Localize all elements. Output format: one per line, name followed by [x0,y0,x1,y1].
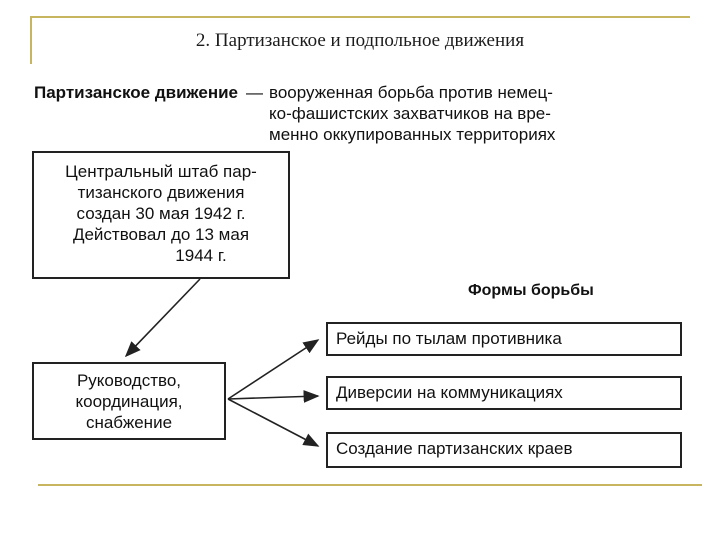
headquarters-box: Центральный штаб пар- тизанского движени… [32,151,290,279]
definition-line: менно оккупированных территориях [269,125,556,144]
headquarters-line: Центральный штаб пар- [65,162,257,181]
definition-block: Партизанское движение — вооруженная борь… [34,82,694,145]
form-item-partisan-regions: Создание партизанских краев [326,432,682,468]
arrow-to-sabotage [227,390,320,403]
decorative-left-line [30,16,32,64]
headquarters-line: тизанского движения [77,183,245,202]
arrow-to-partisan-regions [227,398,320,447]
headquarters-line: создан 30 мая 1942 г. [76,204,246,223]
leadership-line: Руководство, [76,371,182,390]
leadership-box: Руководство, координация, снабжение [32,362,226,440]
leadership-line: снабжение [85,413,173,432]
definition-line: вооруженная борьба против немец- [269,83,553,102]
definition-line: ко-фашистских захватчиков на вре- [269,104,551,123]
arrow-to-raids [227,339,320,400]
forms-title: Формы борьбы [468,282,594,299]
headquarters-line: 1944 г. [175,246,227,265]
slide-title: 2. Партизанское и подпольное движения [195,30,525,51]
definition-term: Партизанское движение [34,83,239,102]
form-item-sabotage: Диверсии на коммуникациях [326,376,682,410]
leadership-line: координация, [75,392,183,411]
form-item-raids: Рейды по тылам противника [326,322,682,356]
definition-dash: — [246,83,264,102]
arrow-hq-to-leadership [124,278,201,358]
headquarters-line: Действовал до 13 мая [72,225,250,244]
decorative-bottom-line [38,484,702,486]
definition-text: вооруженная борьба против немец- ко-фаши… [269,82,649,145]
decorative-top-line [30,16,690,18]
